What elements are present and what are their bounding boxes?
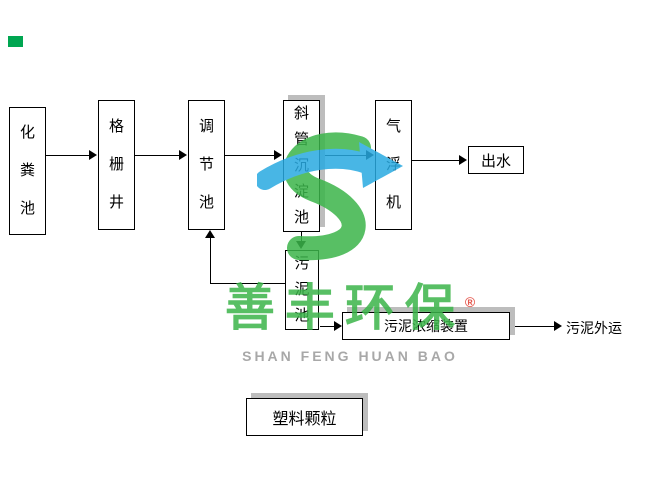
- return-sludge-to-regulating-vline: [210, 238, 211, 283]
- arrow-sludgetank-to-thickener-line: [320, 326, 335, 327]
- arrow-sludgetank-to-thickener-head: [334, 321, 342, 331]
- box-inclined-tube-sedimentation-tank: 斜 管 沉 淀 池: [283, 100, 320, 232]
- return-sludge-to-regulating-hline: [210, 283, 285, 284]
- box-septic-tank: 化 粪 池: [9, 107, 46, 235]
- arrow-gridwell-to-regulating-head: [179, 150, 187, 160]
- arrow-sedimentation-to-sludgetank-head: [296, 241, 306, 249]
- return-sludge-to-regulating-head: [205, 230, 215, 238]
- arrow-sedimentation-to-flotation-head: [366, 150, 374, 160]
- brand-subtitle: SHAN FENG HUAN BAO: [242, 348, 458, 364]
- arrow-septic-to-gridwell-line: [46, 155, 90, 156]
- arrow-regulating-to-sedimentation-line: [225, 155, 275, 156]
- arrow-regulating-to-sedimentation-head: [274, 150, 282, 160]
- box-regulating-tank: 调 节 池: [188, 100, 225, 230]
- box-sludge-thickening-device: 污泥浓缩装置: [342, 312, 510, 340]
- arrow-thickener-to-transport-line: [511, 326, 555, 327]
- label-sludge-transport-out: 污泥外运: [566, 320, 622, 336]
- box-sludge-tank: 污 泥 池: [285, 250, 319, 330]
- arrow-sedimentation-to-flotation-line: [320, 155, 367, 156]
- arrow-flotation-to-outlet-head: [459, 155, 467, 165]
- registered-mark: ®: [464, 294, 476, 310]
- arrow-flotation-to-outlet-line: [412, 160, 460, 161]
- corner-mark: [8, 36, 23, 47]
- box-outlet-water: 出水: [468, 146, 524, 174]
- arrow-thickener-to-transport-head: [554, 321, 562, 331]
- arrow-septic-to-gridwell-head: [89, 150, 97, 160]
- box-grid-well: 格 栅 井: [98, 100, 135, 230]
- box-plastic-granules: 塑料颗粒: [246, 398, 363, 436]
- box-air-flotation-machine: 气 浮 机: [375, 100, 412, 230]
- arrow-gridwell-to-regulating-line: [135, 155, 179, 156]
